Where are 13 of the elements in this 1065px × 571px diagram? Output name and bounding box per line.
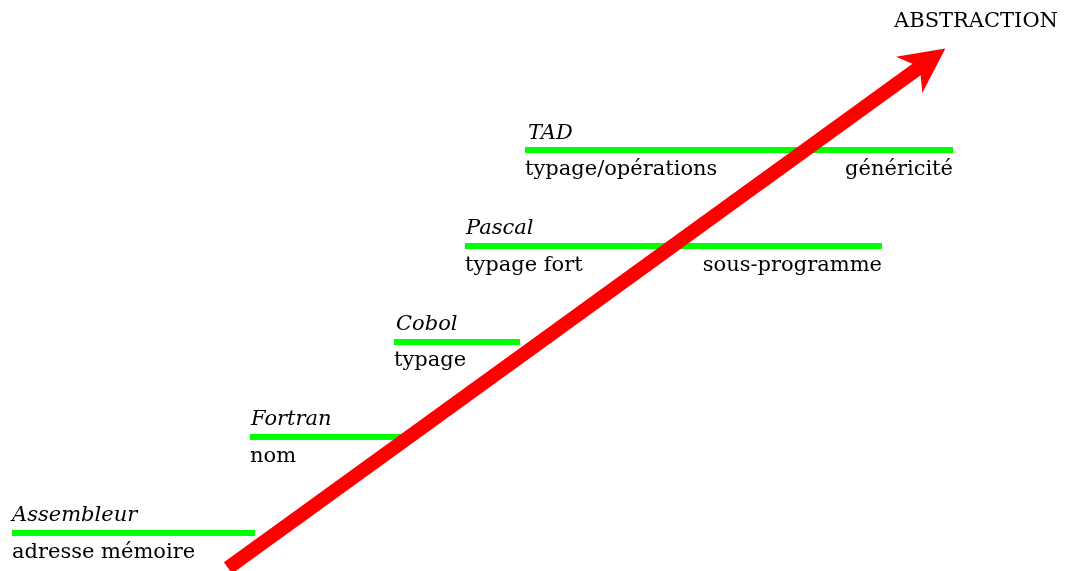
language-name: Pascal <box>466 215 534 239</box>
feature-label: sous-programme <box>702 252 882 276</box>
language-name: TAD <box>528 120 573 144</box>
axis-label: ABSTRACTION <box>894 8 1058 32</box>
feature-label: typage/opérations <box>525 156 718 180</box>
feature-label: généricité <box>845 156 953 180</box>
language-name: Cobol <box>396 311 458 335</box>
feature-label: typage fort <box>465 252 583 276</box>
feature-label: nom <box>250 443 297 467</box>
language-name: Assembleur <box>12 502 138 526</box>
feature-label: typage <box>394 347 467 371</box>
feature-label: adresse mémoire <box>12 539 196 563</box>
language-name: Fortran <box>251 406 332 430</box>
